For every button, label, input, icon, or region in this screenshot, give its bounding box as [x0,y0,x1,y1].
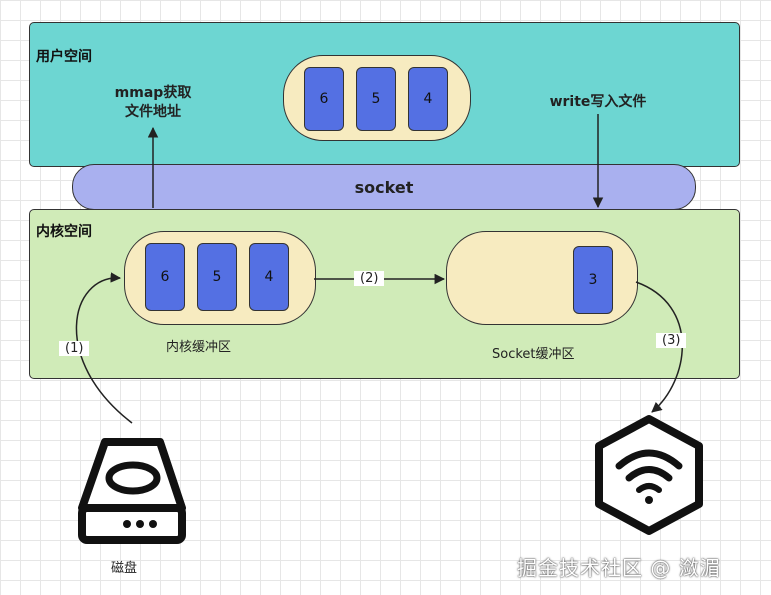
step1-arrow [75,272,133,424]
watermark: 掘金技术社区 @ 潋湄 [517,556,721,580]
kernel-buffer-block-5: 5 [197,243,237,311]
write-label: write写入文件 [549,94,647,110]
kernel-space-title: 内核空间 [36,224,92,240]
kernel-buffer-block-6: 6 [145,243,185,311]
mmap-label: mmap获取 文件地址 [98,84,208,122]
step3-label: (3) [656,333,687,348]
step2-label: (2) [354,271,385,286]
user-buffer-block-5: 5 [356,67,396,131]
socket-buffer-block-3: 3 [573,246,613,314]
socket-bar: socket [72,164,696,210]
socket-label: socket [354,177,414,197]
socket-buffer-label: Socket缓冲区 [492,347,575,362]
user-buffer-block-4: 4 [408,67,448,131]
user-buffer-block-6: 6 [304,67,344,131]
user-space-title: 用户空间 [36,49,92,65]
kernel-buffer-label: 内核缓冲区 [166,340,232,355]
disk-label: 磁盘 [111,561,138,576]
mmap-label-line2: 文件地址 [125,104,181,120]
mmap-label-line1: mmap获取 [114,85,192,101]
step1-label: (1) [59,341,90,356]
wifi-icon [595,415,703,535]
kernel-buffer-block-4: 4 [249,243,289,311]
disk-icon [78,438,186,544]
